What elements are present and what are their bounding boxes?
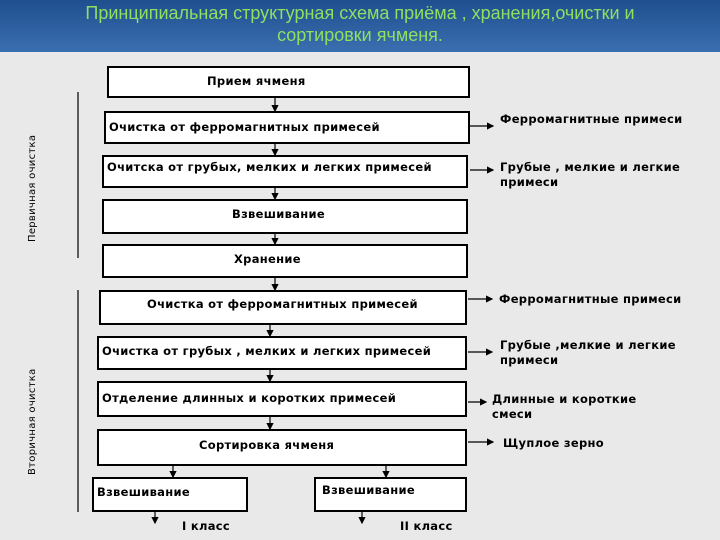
- title-line-2: сортировки ячменя.: [277, 25, 443, 45]
- title-line-1: Принципиальная структурная схема приёма …: [85, 3, 635, 23]
- slide-title: Принципиальная структурная схема приёма …: [20, 2, 700, 46]
- step-receiving: Прием ячменя: [107, 66, 470, 98]
- step-ferro-cleaning-2: Очистка от ферромагнитных примесей: [99, 290, 467, 325]
- class-second: II класс: [400, 519, 453, 533]
- step-coarse-cleaning-1: Очитска от грубых, мелких и легких приме…: [102, 155, 468, 188]
- output-ferro-1: Ферромагнитные примеси: [500, 112, 683, 126]
- output-sorting: Щуплое зерно: [503, 436, 604, 450]
- output-separation: Длинные и короткие смеси: [492, 392, 637, 421]
- output-coarse-2: Грубые ,мелкие и легкие примеси: [500, 338, 676, 367]
- step-weighing-1: Взвешивание: [102, 199, 468, 234]
- primary-cleaning-label: Первичная очистка: [27, 134, 38, 242]
- step-storage: Хранение: [102, 244, 468, 278]
- step-length-separation: Отделение длинных и коротких примесей: [97, 381, 467, 417]
- step-weighing-right: Взвешивание: [314, 477, 467, 512]
- step-coarse-cleaning-2: Очистка от грубых , мелких и легких прим…: [97, 336, 467, 370]
- output-ferro-2: Ферромагнитные примеси: [499, 292, 682, 306]
- step-sorting: Сортировка ячменя: [97, 429, 467, 466]
- class-first: I класс: [182, 519, 231, 533]
- step-ferro-cleaning-1: Очистка от ферромагнитных примесей: [104, 111, 470, 144]
- slide-header: Принципиальная структурная схема приёма …: [0, 0, 720, 52]
- secondary-cleaning-label: Вторичная очистка: [27, 368, 38, 475]
- step-weighing-left: Взвешивание: [92, 477, 248, 512]
- output-coarse-1: Грубые , мелкие и легкие примеси: [500, 160, 681, 189]
